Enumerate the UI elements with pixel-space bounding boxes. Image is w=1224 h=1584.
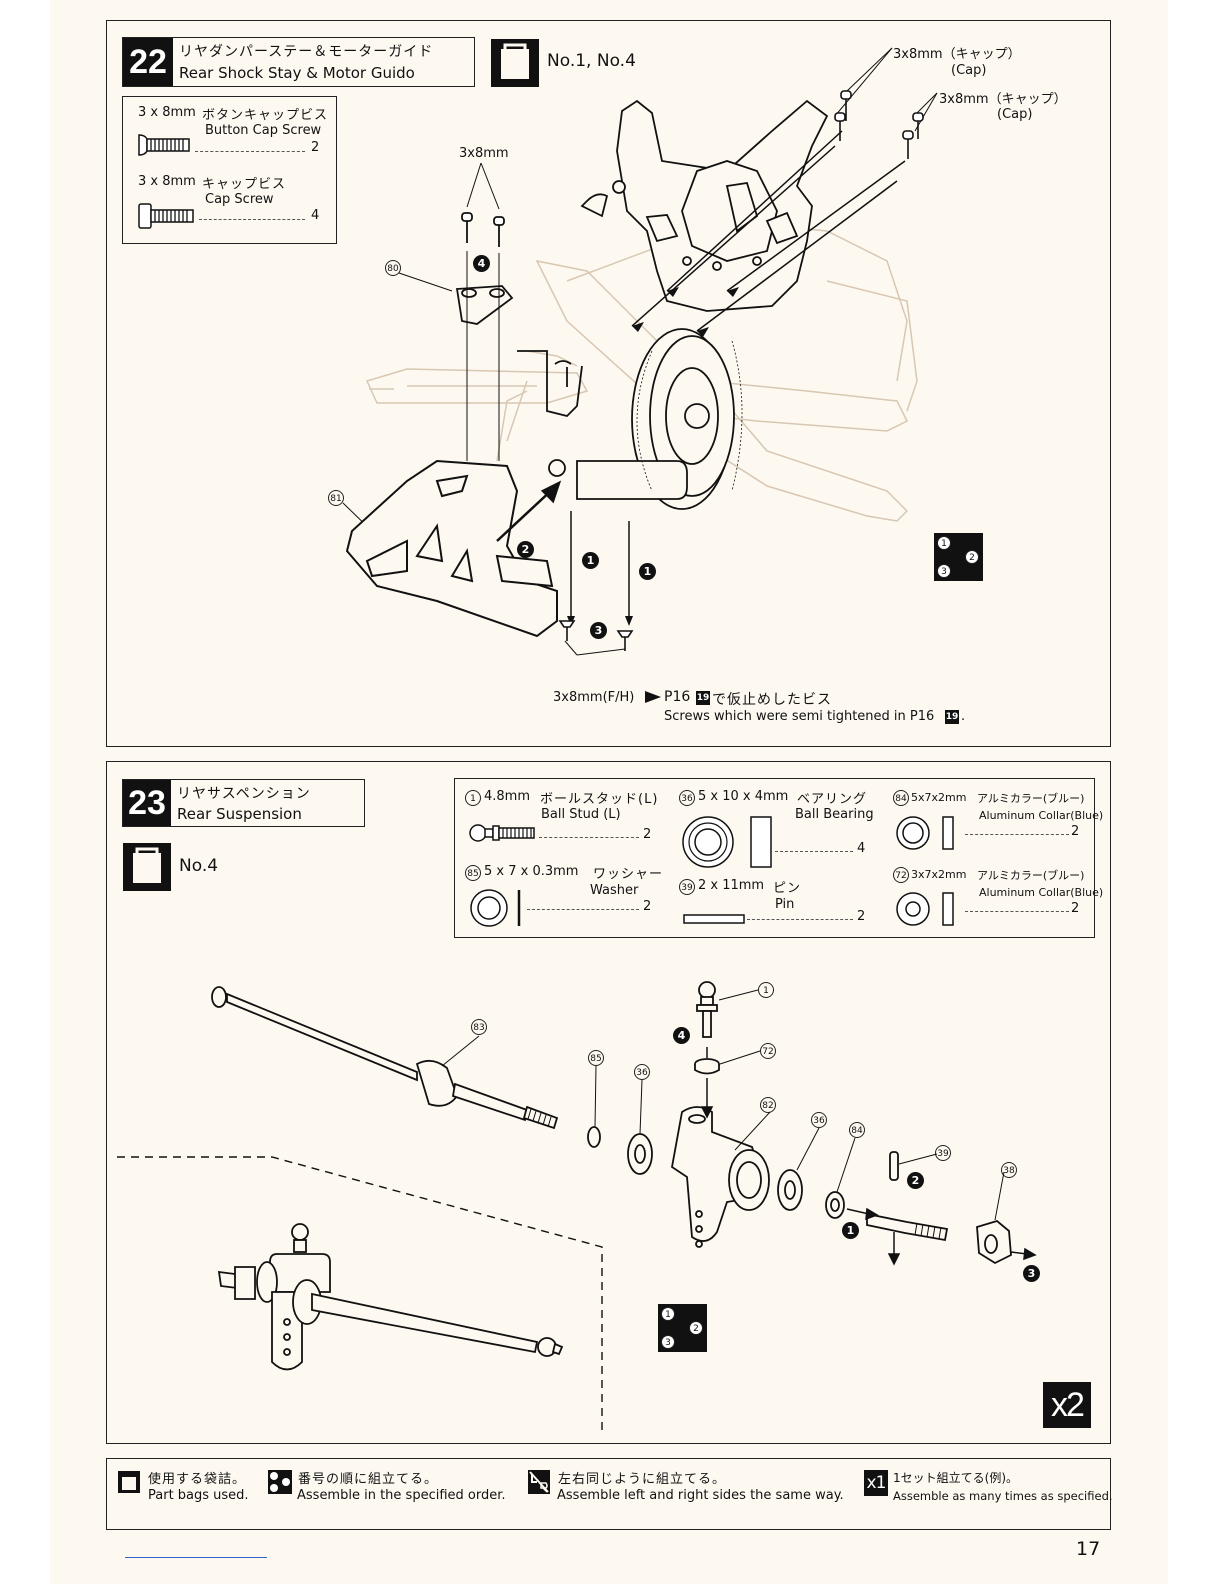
- step-23-section: 23 リヤサスペンション Rear Suspension No.4 1 4.8m…: [106, 761, 1111, 1444]
- aluminum-collar-icon: [896, 892, 954, 926]
- cap-screw-icon: [138, 203, 194, 229]
- step-22-title-box: 22 リヤダンパーステー＆モーターガイド Rear Shock Stay & M…: [122, 37, 475, 87]
- step-3-marker: 3: [590, 622, 607, 639]
- step-22-bags: No.1, No.4: [547, 51, 636, 71]
- part-name-jp: キャップビス: [202, 177, 287, 192]
- part-name-en: Button Cap Screw: [205, 123, 322, 138]
- step-3-marker: 3: [1023, 1265, 1040, 1282]
- part-84-callout: 84: [849, 1122, 865, 1138]
- bag-icon: [123, 843, 171, 891]
- legend-lr-jp: 左右同じように組立てる。: [558, 1472, 727, 1487]
- ball-bearing-icon: [682, 816, 772, 868]
- button-cap-screw-icon: [138, 134, 190, 156]
- part-1-callout: 1: [758, 982, 774, 998]
- cap-screw-label-2-en: (Cap): [997, 107, 1033, 122]
- note-jp-post: で仮止めしたビス: [712, 692, 832, 708]
- times-icon: x1: [864, 1470, 888, 1496]
- sequence-order-icon: 1 2 3: [934, 533, 983, 581]
- leader-line: [199, 219, 305, 220]
- step-23-parts-box: 1 4.8mm ボールスタッド(L) Ball Stud (L) 2 36 5 …: [454, 778, 1103, 938]
- step-22-number: 22: [123, 38, 173, 86]
- legend-times-jp: 1セット組立てる(例)。: [893, 1471, 1018, 1485]
- step-22-title-jp: リヤダンパーステー＆モーターガイド: [179, 44, 434, 60]
- rear-suspension-illustration: [117, 981, 1037, 1430]
- part-size: 3 x 8mm: [138, 174, 196, 189]
- part-72-callout: 72: [760, 1043, 776, 1059]
- step-1-marker: 1: [639, 563, 656, 580]
- step-23-number: 23: [123, 780, 171, 826]
- legend-order-en: Assemble in the specified order.: [297, 1488, 506, 1503]
- step-23-title-jp: リヤサスペンション: [177, 786, 311, 802]
- pin-icon: [683, 914, 745, 924]
- page-number: 17: [1076, 1538, 1101, 1560]
- left-right-icon: [528, 1470, 550, 1494]
- part-82-callout: 82: [760, 1097, 776, 1113]
- legend-box: 使用する袋詰。 Part bags used. 番号の順に組立てる。 Assem…: [106, 1458, 1113, 1530]
- part-qty: 2: [311, 140, 320, 155]
- step-23-title-box: 23 リヤサスペンション Rear Suspension: [122, 779, 365, 827]
- part-85-callout: 85: [588, 1050, 604, 1066]
- note-en-pre: Screws which were semi tightened in P16: [664, 709, 935, 724]
- part-39-callout: 39: [935, 1145, 951, 1161]
- note-jp-ref: 19: [696, 691, 710, 705]
- legend-lr-en: Assemble left and right sides the same w…: [557, 1488, 844, 1503]
- part-38-callout: 38: [1001, 1162, 1017, 1178]
- step-2-marker: 2: [907, 1172, 924, 1189]
- part-name-jp: ボタンキャップビス: [202, 108, 329, 123]
- step-1-marker: 1: [842, 1222, 859, 1239]
- step-4-marker: 4: [673, 1027, 690, 1044]
- part-36-callout: 36: [634, 1064, 650, 1080]
- part-83-callout: 83: [471, 1019, 487, 1035]
- part-80-callout: 80: [385, 260, 401, 276]
- note-en-ref: 19: [945, 710, 959, 724]
- part-qty: 4: [311, 208, 320, 223]
- aluminum-collar-icon: [896, 816, 954, 850]
- step-22-section: 22 リヤダンパーステー＆モーターガイド Rear Shock Stay & M…: [106, 20, 1111, 747]
- footer-link-underline: [125, 1557, 267, 1558]
- rear-shock-stay-illustration: [342, 47, 938, 656]
- bag-icon: [118, 1471, 140, 1493]
- washer-icon: [470, 889, 521, 927]
- step-22-parts-box: 3 x 8mm ボタンキャップビス Button Cap Screw 2 3 x…: [122, 96, 337, 244]
- legend-bags-en: Part bags used.: [148, 1488, 249, 1503]
- flat-head-screw-label: 3x8mm(F/H): [553, 690, 635, 705]
- ball-stud-icon: [469, 824, 535, 842]
- part-name-en: Cap Screw: [205, 192, 274, 207]
- top-screw-label: 3x8mm: [459, 146, 509, 161]
- multiplier-badge: x2: [1043, 1382, 1091, 1428]
- note-en-post: .: [961, 709, 966, 724]
- leader-line: [195, 151, 305, 152]
- legend-times-en: Assemble as many times as specified.: [893, 1489, 1113, 1503]
- sequence-order-icon: 1 2 3: [658, 1304, 707, 1352]
- legend-order-jp: 番号の順に組立てる。: [298, 1472, 439, 1487]
- legend-bags-jp: 使用する袋詰。: [148, 1472, 247, 1487]
- step-2-marker: 2: [517, 541, 534, 558]
- step-4-marker: 4: [473, 255, 490, 272]
- cap-screw-label-2: 3x8mm（キャップ）: [939, 92, 1067, 107]
- part-36-callout: 36: [811, 1112, 827, 1128]
- cap-screw-label-1: 3x8mm（キャップ）: [893, 47, 1021, 62]
- step-22-title-en: Rear Shock Stay & Motor Guido: [179, 64, 415, 82]
- arrow-right-icon: [645, 691, 661, 703]
- cap-screw-label-1-en: (Cap): [951, 63, 987, 78]
- step-1-marker: 1: [582, 552, 599, 569]
- part-81-callout: 81: [328, 490, 344, 506]
- note-jp-pre: P16: [664, 689, 691, 705]
- bag-icon: [491, 39, 539, 87]
- sequence-order-icon: [268, 1470, 292, 1494]
- step-23-bags: No.4: [179, 856, 219, 876]
- step-23-title-en: Rear Suspension: [177, 805, 302, 823]
- part-size: 3 x 8mm: [138, 105, 196, 120]
